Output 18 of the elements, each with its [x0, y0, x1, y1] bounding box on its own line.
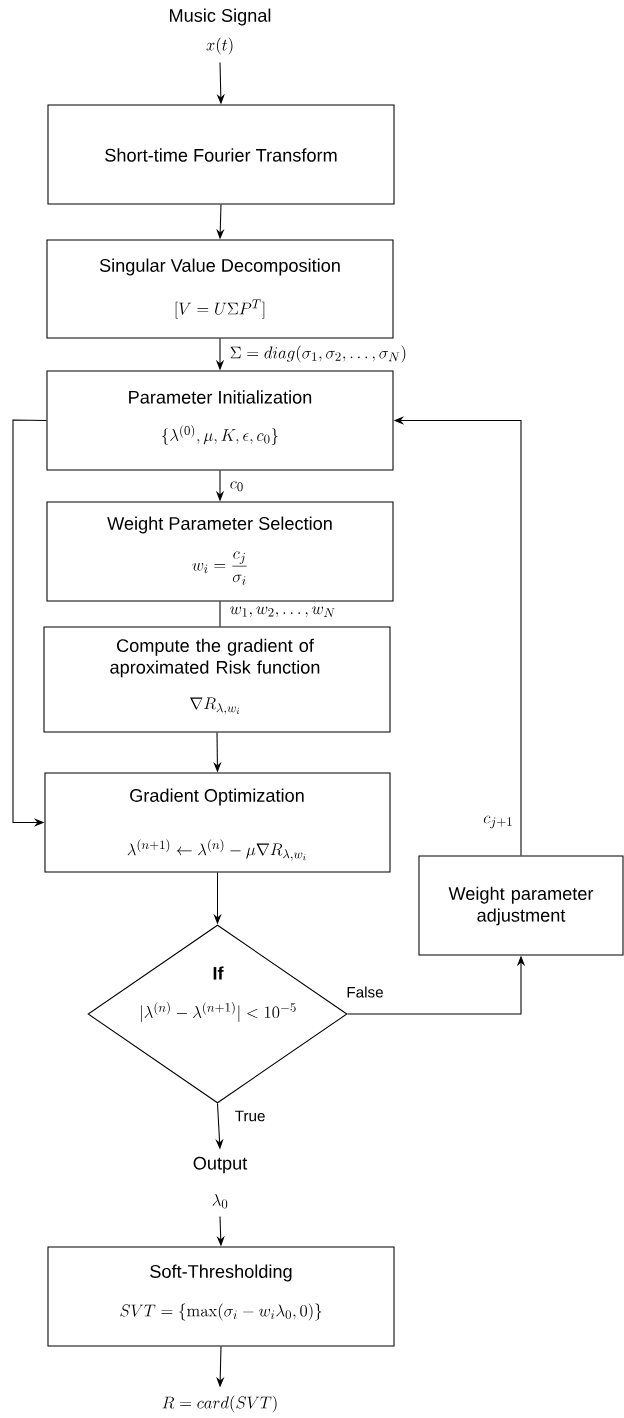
edge-label: True — [233, 1109, 267, 1123]
process-box: Gradient Optimization $\lambda^{(n+1)} \leftarrow \lambda^{(n)} - \mu \nabla R_{\lambda, w_i}$ — [44, 772, 391, 873]
process-box: Weight Parameter Selection $w_i = \dfrac{c_j}{\sigma_i}$ — [46, 501, 394, 602]
output-label: Output $\lambda_0$ — [193, 1156, 248, 1209]
edge-label: $c_{j+1}$ — [482, 814, 515, 830]
edge-label: False — [345, 985, 385, 999]
process-box: Weight parameter adjustment — [418, 855, 624, 956]
process-box: Soft-Thresholding $SVT = \{\max(\sigma_i - w_i\lambda_0, 0)\}$ — [47, 1246, 395, 1347]
connector-line — [219, 601, 221, 627]
process-box: Compute the gradient of aproximated Risk function $\nabla R_{\lambda, w_i}$ — [43, 626, 391, 733]
edge-label: $\Sigma = diag(\sigma_1, \sigma_2, \ldots, \sigma_N)$ — [228, 344, 409, 364]
result-formula: $R = card(SVT)$ — [162, 1395, 277, 1413]
edge-label: $w_1, w_2, \ldots, w_N$ — [228, 605, 337, 619]
process-box: Singular Value Decomposition $[V = U\Sigma P^T]$ — [46, 239, 394, 339]
edge-label: $c_0$ — [228, 479, 245, 493]
process-box: Parameter Initialization $\{\lambda^{(0)}, \mu, K, \epsilon, c_0\}$ — [46, 370, 394, 471]
process-box: Short-time Fourier Transform — [47, 104, 395, 205]
input-label: Music Signal $x(t)$ — [170, 8, 271, 55]
